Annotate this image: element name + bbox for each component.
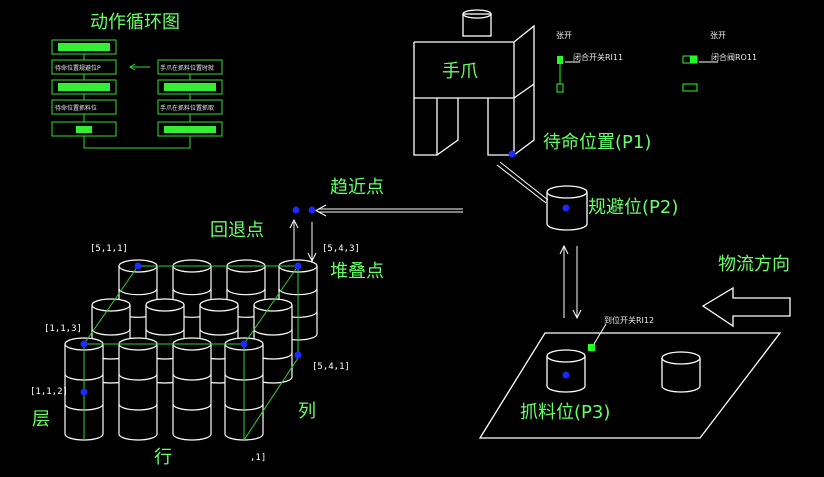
pick-platform [478, 332, 782, 439]
switch-close-top: 张开 [556, 31, 572, 40]
coord-543: [5,4,3] [322, 244, 360, 254]
coord-point-511 [134, 262, 142, 270]
flow-bar-r4 [164, 126, 216, 133]
flow-dir-label: 物流方向 [718, 254, 790, 275]
flowchart-title: 动作循环图 [90, 12, 180, 33]
stack-cylinder-9 [118, 337, 158, 441]
layer-label: 层 [32, 409, 50, 430]
flow-bar-2 [58, 83, 110, 91]
coord-point-112 [80, 388, 88, 396]
flow-bar-4 [76, 126, 92, 133]
flow-direction-arrow [701, 286, 791, 328]
standby-label: 待命位置(P1) [543, 132, 651, 153]
retreat-label: 回退点 [210, 220, 264, 241]
flow-step-l1: 待命位置规避位P [55, 64, 101, 72]
row-label: 行 [154, 447, 172, 468]
retreat-point [292, 206, 300, 214]
stack-of-cylinders [64, 259, 318, 441]
column-label: 列 [298, 401, 316, 422]
flow-bar-0 [58, 43, 110, 51]
avoid-cylinder [546, 185, 588, 231]
pick-cylinder-2 [661, 351, 701, 393]
coord-112: [1,1,2] [30, 387, 68, 397]
coord-point-243 [240, 340, 248, 348]
pick-label: 抓料位(P3) [520, 402, 610, 423]
flowchart: 动作循环图 [51, 12, 223, 149]
valve-close: 张开 闭合阀RO11 [682, 31, 757, 92]
position-switch [588, 344, 595, 351]
approach-label: 趋近点 [330, 177, 384, 198]
flow-bar-r2 [164, 83, 216, 91]
position-switch-label: 到位开关RI12 [604, 315, 654, 325]
coord-11: ,1] [250, 453, 266, 463]
coord-point-543 [294, 262, 302, 270]
pick-point [562, 371, 570, 379]
flow-step-r1: 手爪在抓料位置时就 [160, 64, 214, 72]
coord-511: [5,1,1] [90, 244, 128, 254]
switch-close: 张开 闭合开关RI11 [556, 31, 623, 93]
valve-close-label: 闭合阀RO11 [711, 52, 757, 62]
coord-113: [1,1,3] [44, 324, 82, 334]
flow-step-r3: 手爪在抓料位置抓取 [160, 104, 214, 112]
gripper-label: 手爪 [442, 61, 478, 82]
coord-point-541 [294, 351, 302, 359]
gripper [413, 9, 535, 156]
valve-close-top: 张开 [710, 31, 726, 40]
stack-label: 堆叠点 [330, 261, 384, 282]
switch-close-label: 闭合开关RI11 [573, 52, 623, 62]
approach-point [308, 206, 316, 214]
avoid-point [562, 204, 570, 212]
flow-step-l3: 待命位置抓料位 [55, 104, 97, 112]
pick-cylinder-1 [546, 349, 586, 393]
avoid-label: 规避位(P2) [588, 197, 678, 218]
coord-point-113 [80, 340, 88, 348]
stack-cylinder-10 [172, 337, 212, 441]
standby-point [508, 150, 516, 158]
coord-541: [5,4,1] [312, 362, 350, 372]
